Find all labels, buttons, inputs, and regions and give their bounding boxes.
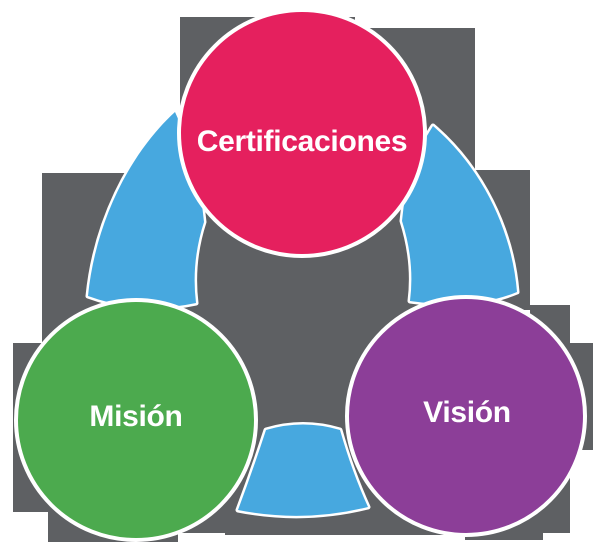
cycle-arrows (85, 109, 520, 519)
certificaciones-label: Certificaciones (197, 125, 408, 158)
cycle-arrow-bottom (235, 422, 371, 519)
mision-label: Misión (89, 400, 182, 433)
mision-circle (14, 298, 258, 542)
cycle-nodes (14, 8, 587, 542)
certificaciones-circle (177, 8, 427, 258)
cycle-node-labels: Certificaciones Misión Visión (89, 125, 511, 433)
vision-label: Visión (423, 396, 511, 429)
vision-circle (345, 295, 587, 537)
